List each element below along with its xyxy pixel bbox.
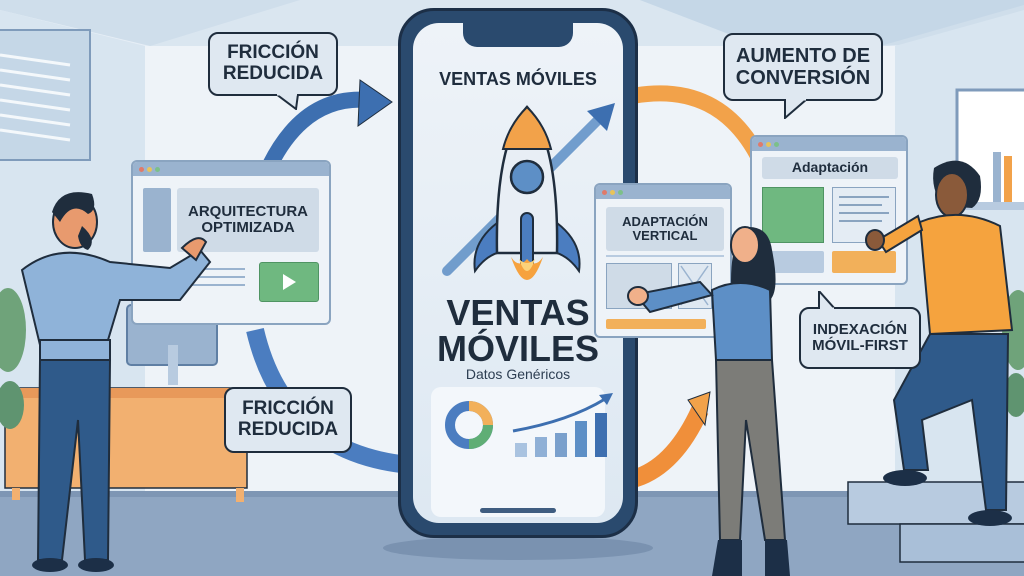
orange-block [832, 251, 896, 273]
donut-chart-icon [445, 401, 493, 449]
bubble-friccion-reducida-top: FRICCIÓN REDUCIDA [208, 32, 338, 110]
maximize-dot-icon [618, 189, 623, 195]
phone-home-indicator [480, 508, 556, 513]
bubble-indexacion-movil-first: INDEXACIÓN MÓVIL-FIRST [799, 291, 921, 369]
play-icon [283, 274, 296, 290]
maximize-dot-icon [774, 141, 779, 147]
sidebar-block [143, 188, 171, 252]
heading-line2: VERTICAL [632, 228, 698, 243]
text-block [832, 187, 896, 243]
minimize-dot-icon [610, 189, 615, 195]
phone-notch [463, 23, 573, 47]
man-right-figure [865, 160, 1014, 526]
phone-screen: VENTAS MÓVILES VENTAS MÓVILES [413, 23, 623, 523]
window-titlebar [133, 162, 329, 176]
window-titlebar [752, 137, 906, 151]
divider [606, 255, 724, 257]
minimize-dot-icon [147, 166, 152, 172]
minimize-dot-icon [766, 141, 771, 147]
woman-figure [627, 226, 790, 576]
close-dot-icon [758, 141, 763, 147]
play-button[interactable] [259, 262, 319, 302]
bubble-line2: CONVERSIÓN [735, 67, 871, 89]
bubble-line2: MÓVIL-FIRST [812, 337, 908, 354]
phone-header-title: VENTAS MÓVILES [439, 69, 597, 89]
bubble-tail [276, 94, 300, 110]
heading-line2: OPTIMIZADA [201, 219, 295, 236]
window-heading: Adaptación [762, 157, 898, 179]
window-adaptacion: Adaptación [750, 135, 908, 285]
bubble-line2: REDUCIDA [222, 63, 324, 84]
rocket-icon [442, 103, 615, 280]
close-dot-icon [602, 189, 607, 195]
green-block [762, 187, 824, 243]
bubble-line1: AUMENTO DE [735, 45, 871, 67]
rising-bar-chart-icon [512, 393, 613, 457]
bubble-friccion-reducida-bottom: FRICCIÓN REDUCIDA [224, 387, 352, 453]
bubble-line1: INDEXACIÓN [812, 320, 908, 338]
smartphone: VENTAS MÓVILES VENTAS MÓVILES [398, 8, 638, 538]
bubble-line2: REDUCIDA [237, 419, 339, 440]
bubble-tail [818, 291, 837, 309]
blue-block [762, 251, 824, 273]
big-title-line2: MÓVILES [436, 328, 600, 369]
phone-chart-card [431, 387, 613, 517]
cta-bar[interactable] [606, 319, 706, 329]
man-left-figure [20, 192, 212, 572]
bubble-aumento-de-conversion: AUMENTO DE CONVERSIÓN [723, 33, 883, 119]
phone-subtitle: Datos Genéricos [465, 366, 571, 382]
bubble-line1: FRICCIÓN [227, 42, 319, 64]
window-titlebar [596, 185, 730, 199]
bubble-line1: FRICCIÓN [242, 398, 334, 420]
window-adaptacion-vertical: ADAPTACIÓN VERTICAL [594, 183, 732, 338]
bubble-tail [784, 99, 809, 119]
maximize-dot-icon [155, 166, 160, 172]
big-title-line1: VENTAS [446, 292, 590, 333]
heading-line1: ADAPTACIÓN [622, 213, 708, 229]
text-line [145, 284, 245, 286]
heading-line1: ARQUITECTURA [188, 202, 308, 220]
close-dot-icon [139, 166, 144, 172]
phone-big-title: VENTAS MÓVILES [413, 295, 623, 367]
window-heading: ADAPTACIÓN VERTICAL [606, 207, 724, 251]
